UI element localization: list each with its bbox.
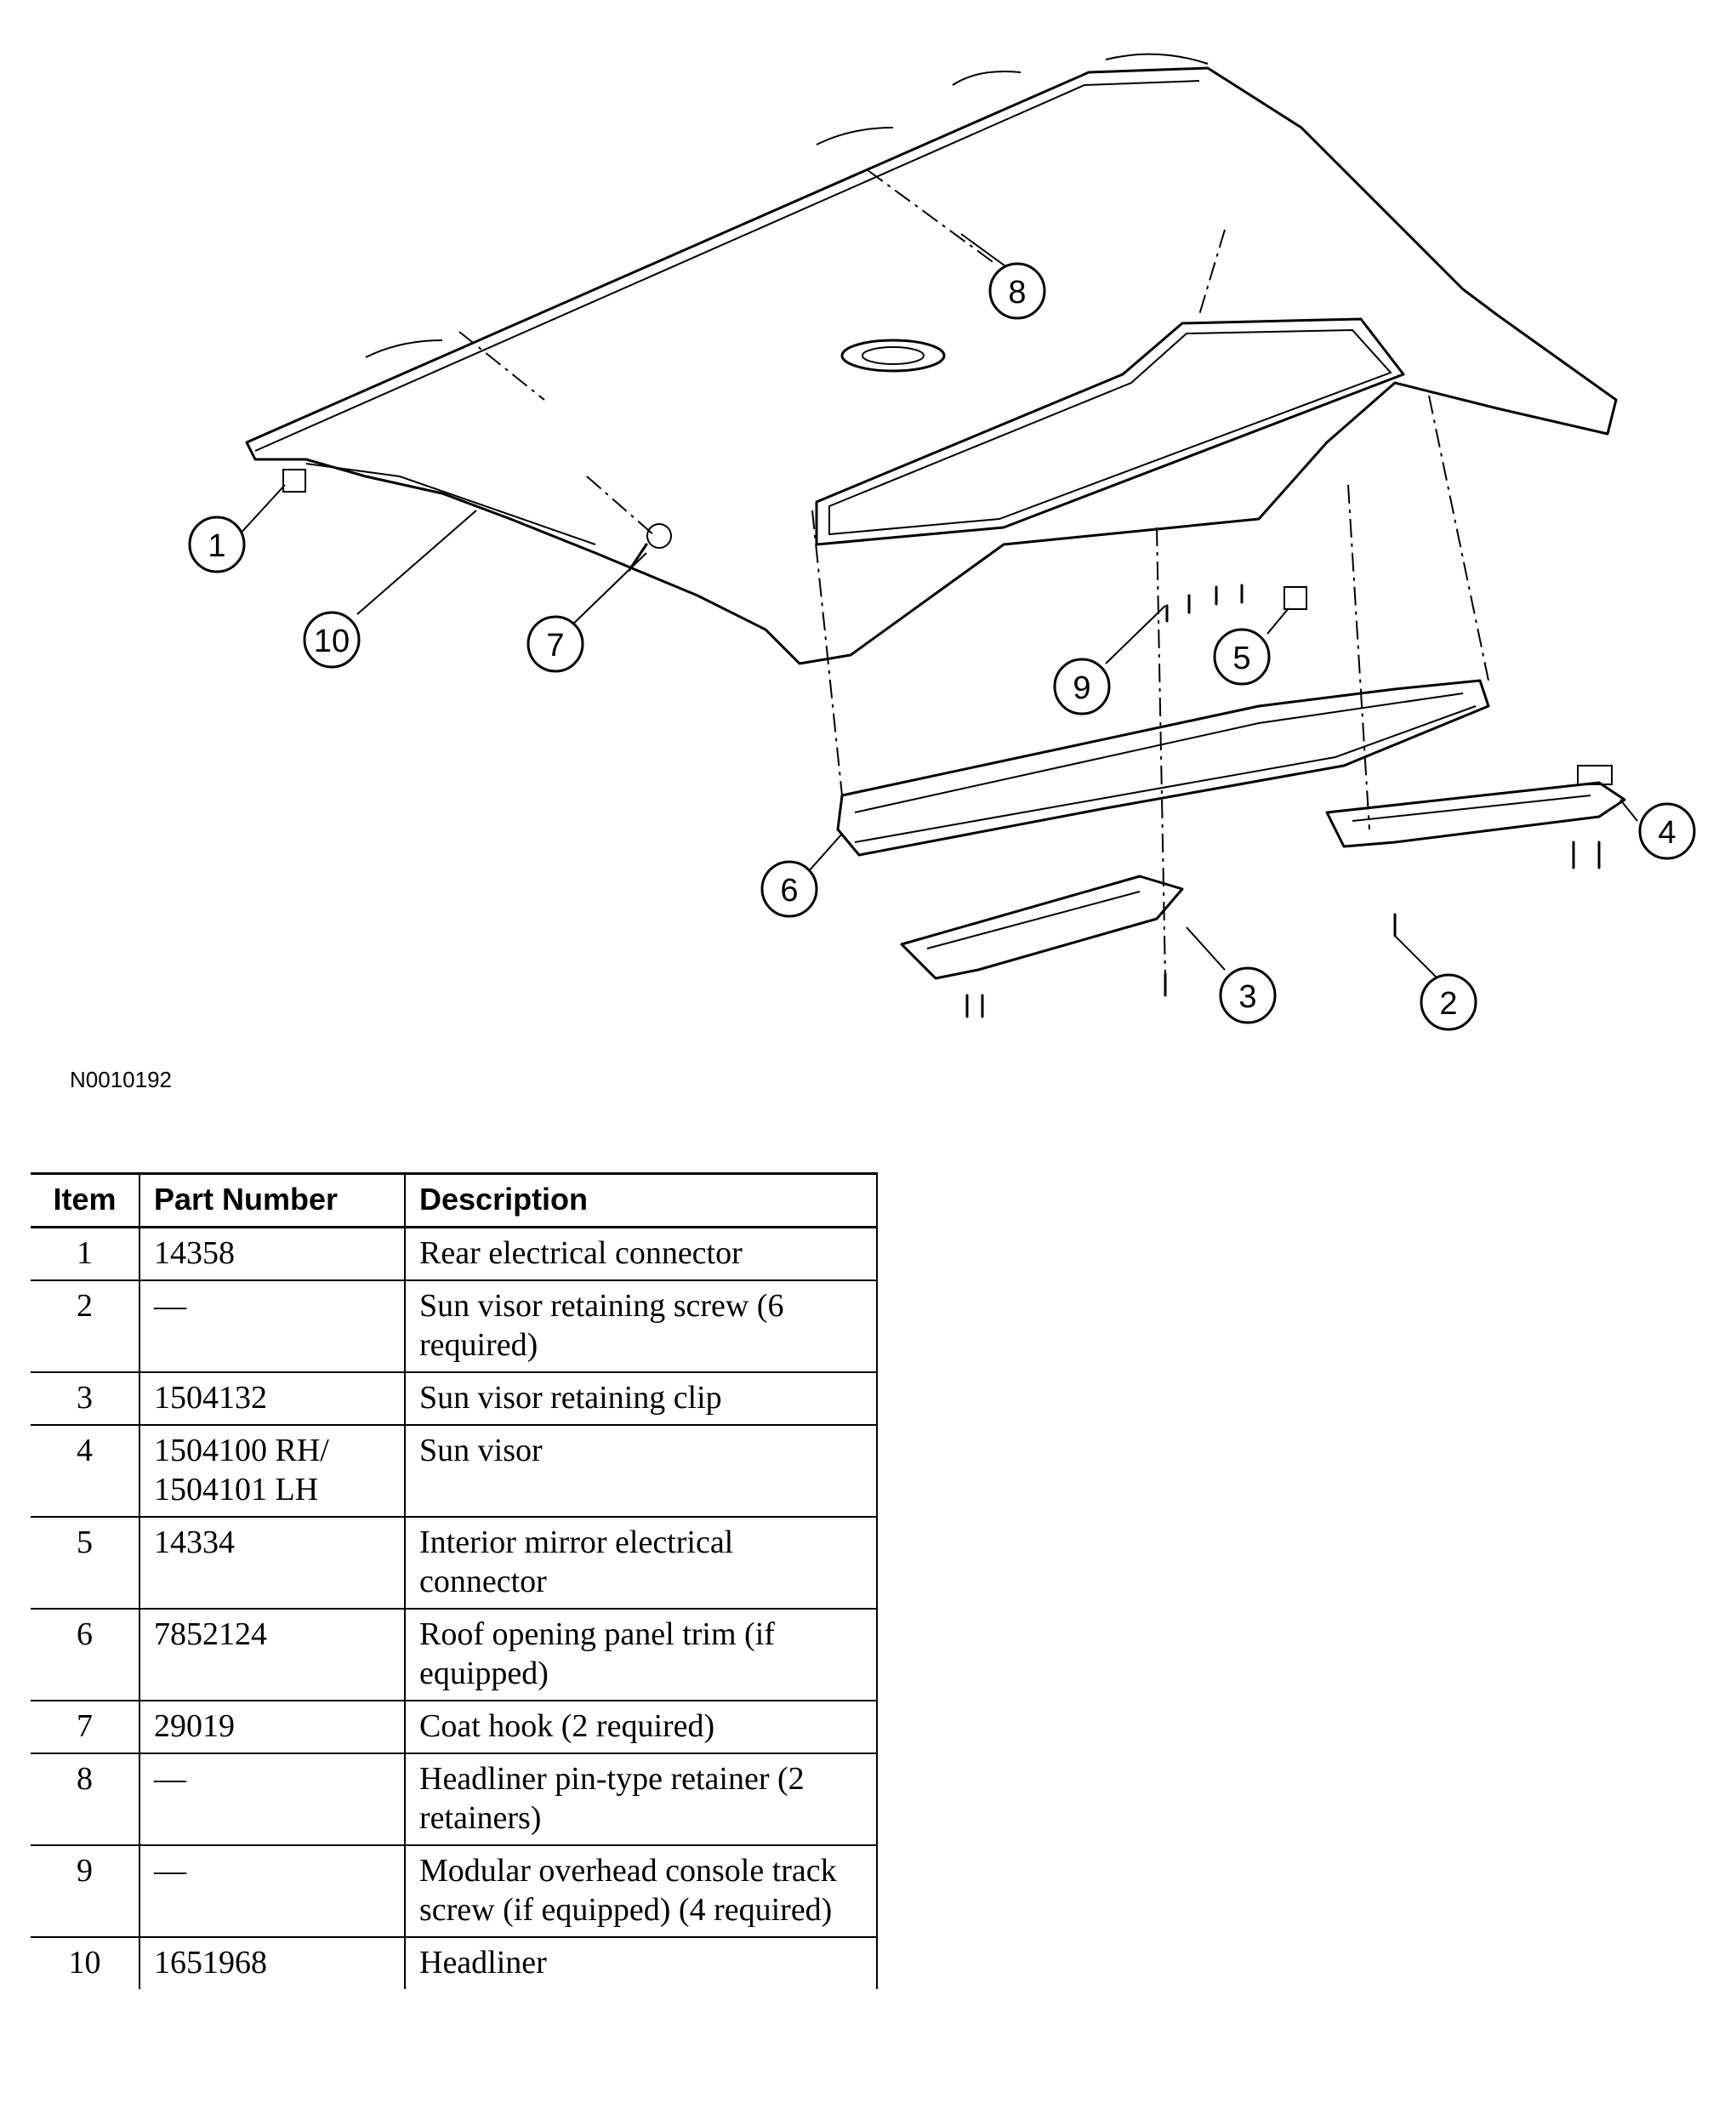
callout-3-label: 3 (1238, 979, 1256, 1015)
callout-8: 8 (988, 262, 1046, 320)
table-row: 7 29019 Coat hook (2 required) (31, 1701, 878, 1753)
row-description: Headliner pin-type retainer (2 retainers… (404, 1753, 878, 1845)
callout-10: 10 (303, 611, 361, 669)
parts-table: Item Part Number Description 1 14358 Rea… (31, 1172, 878, 1989)
row-item: 7 (31, 1701, 140, 1753)
table-row: 4 1504100 RH/ 1504101 LH Sun visor (31, 1425, 878, 1517)
row-part-number: — (139, 1753, 406, 1845)
callout-5-label: 5 (1232, 641, 1250, 676)
row-description: Sun visor retaining screw (6 required) (404, 1280, 878, 1372)
sun-visor-lh-illustration (900, 875, 1184, 980)
callout-3: 3 (1219, 966, 1277, 1024)
callout-1-label: 1 (208, 528, 225, 564)
row-part-number: 29019 (139, 1701, 406, 1753)
callout-7: 7 (526, 615, 584, 673)
callout-2: 2 (1420, 973, 1477, 1031)
roof-opening-trim-illustration (836, 679, 1490, 857)
callout-4: 4 (1638, 802, 1696, 860)
row-item: 1 (31, 1227, 140, 1280)
row-item: 10 (31, 1937, 140, 1989)
row-description: Sun visor (404, 1425, 878, 1517)
row-description: Headliner (404, 1937, 878, 1989)
row-part-number: 1651968 (139, 1937, 406, 1989)
callout-6-label: 6 (780, 873, 798, 909)
table-row: 8 — Headliner pin-type retainer (2 retai… (31, 1753, 878, 1845)
table-row: 2 — Sun visor retaining screw (6 require… (31, 1280, 878, 1372)
row-description: Sun visor retaining clip (404, 1372, 878, 1425)
row-description: Modular overhead console track screw (if… (404, 1845, 878, 1937)
row-part-number: 7852124 (139, 1609, 406, 1701)
header-part-number: Part Number (139, 1173, 406, 1228)
row-part-number: 14334 (139, 1517, 406, 1609)
row-item: 5 (31, 1517, 140, 1609)
figure-id: N0010192 (70, 1067, 172, 1092)
electrical-connector-illustration (282, 469, 1307, 610)
row-part-number: 1504100 RH/ 1504101 LH (139, 1425, 406, 1517)
row-part-number: 14358 (139, 1227, 406, 1280)
exploded-view-guides (458, 169, 1489, 979)
row-item: 9 (31, 1845, 140, 1937)
row-part-number: — (139, 1280, 406, 1372)
callout-10-label: 10 (314, 624, 350, 659)
row-item: 6 (31, 1609, 140, 1701)
header-item: Item (31, 1173, 140, 1228)
row-description: Rear electrical connector (404, 1227, 878, 1280)
callout-5: 5 (1213, 628, 1271, 686)
row-item: 8 (31, 1753, 140, 1845)
table-row: 6 7852124 Roof opening panel trim (if eq… (31, 1609, 878, 1701)
screws-illustration (965, 584, 1601, 1018)
callout-6: 6 (760, 860, 818, 918)
headliner-illustration (245, 53, 1618, 665)
table-row: 5 14334 Interior mirror electrical conne… (31, 1517, 878, 1609)
table-row: 10 1651968 Headliner (31, 1937, 878, 1989)
row-part-number: 1504132 (139, 1372, 406, 1425)
row-description: Coat hook (2 required) (404, 1701, 878, 1753)
row-item: 2 (31, 1280, 140, 1372)
table-header-row: Item Part Number Description (31, 1173, 878, 1228)
row-description: Roof opening panel trim (if equipped) (404, 1609, 878, 1701)
callout-7-label: 7 (546, 628, 564, 664)
leader-lines (237, 233, 1638, 979)
callout-1: 1 (188, 516, 246, 573)
table-row: 9 — Modular overhead console track screw… (31, 1845, 878, 1937)
row-description: Interior mirror electrical connector (404, 1517, 878, 1609)
table-row: 3 1504132 Sun visor retaining clip (31, 1372, 878, 1425)
callout-4-label: 4 (1658, 815, 1676, 851)
row-part-number: — (139, 1845, 406, 1937)
sun-visor-rh-illustration (1325, 765, 1626, 848)
callout-8-label: 8 (1008, 275, 1026, 311)
header-description: Description (404, 1173, 878, 1228)
callout-9-label: 9 (1073, 670, 1090, 706)
row-item: 3 (31, 1372, 140, 1425)
row-item: 4 (31, 1425, 140, 1517)
table-row: 1 14358 Rear electrical connector (31, 1227, 878, 1280)
exploded-headliner-diagram: 1 10 7 8 9 5 6 4 3 2 (188, 53, 1696, 1031)
callout-2-label: 2 (1439, 986, 1457, 1022)
callout-9: 9 (1053, 658, 1111, 715)
